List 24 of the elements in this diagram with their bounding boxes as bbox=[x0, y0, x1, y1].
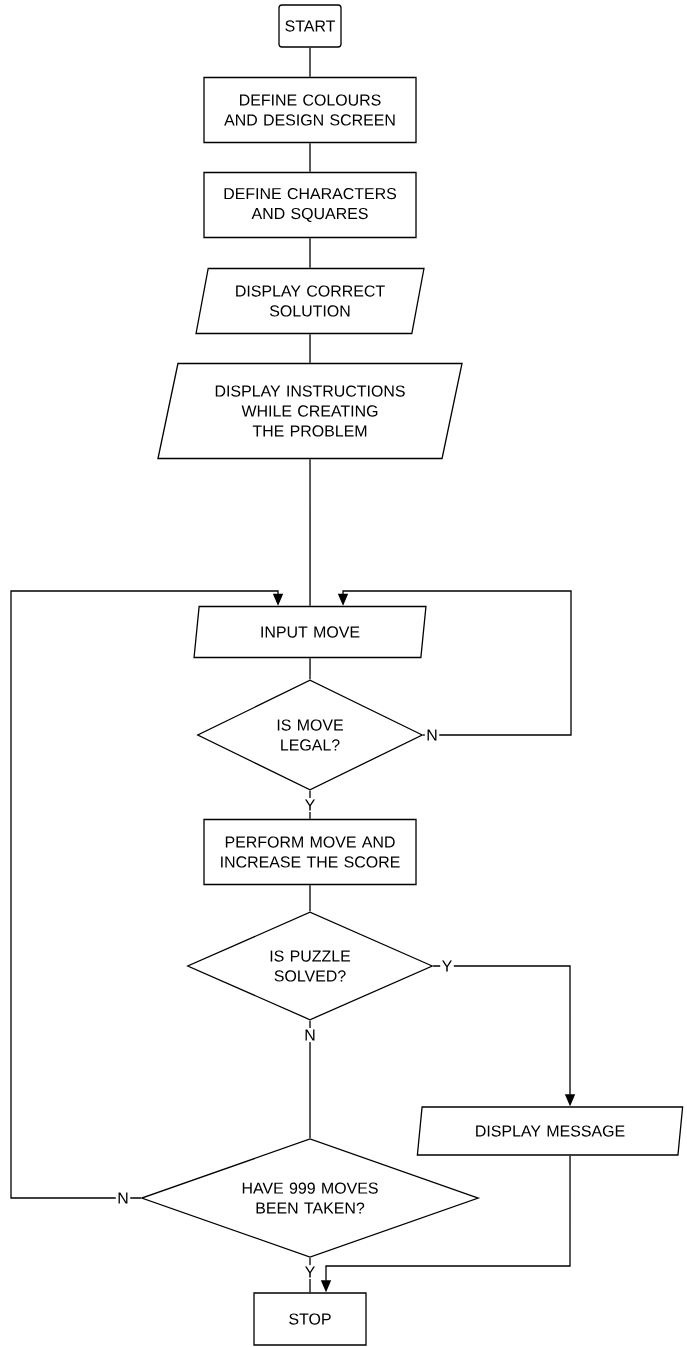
connector bbox=[309, 1020, 311, 1139]
io-parallelogram: DISPLAY INSTRUCTIONS WHILE CREATING THE PROBLEM bbox=[157, 362, 463, 460]
process-box: STOP bbox=[253, 1292, 367, 1346]
connector bbox=[309, 142, 311, 173]
edge-label: Y bbox=[303, 1265, 317, 1279]
process-box: DEFINE COLOURS AND DESIGN SCREEN bbox=[203, 76, 417, 144]
connector bbox=[309, 237, 311, 269]
edge-label: N bbox=[302, 1028, 318, 1042]
connector bbox=[309, 657, 311, 680]
process-box: PERFORM MOVE AND INCREASE THE SCORE bbox=[203, 818, 417, 886]
edge-label: Y bbox=[303, 798, 317, 812]
edge-label: N bbox=[424, 728, 440, 742]
edge-label: Y bbox=[440, 959, 454, 973]
terminal-box: START bbox=[278, 4, 342, 48]
connector bbox=[309, 884, 311, 912]
io-parallelogram: DISPLAY MESSAGE bbox=[416, 1106, 684, 1156]
io-parallelogram: INPUT MOVE bbox=[193, 605, 427, 659]
connector bbox=[309, 458, 311, 607]
process-box: DEFINE CHARACTERS AND SQUARES bbox=[203, 171, 417, 239]
connector bbox=[309, 333, 311, 364]
edge-label: N bbox=[115, 1191, 131, 1205]
io-parallelogram: DISPLAY CORRECT SOLUTION bbox=[195, 267, 425, 335]
connector bbox=[309, 47, 311, 78]
connector bbox=[10, 590, 284, 1199]
